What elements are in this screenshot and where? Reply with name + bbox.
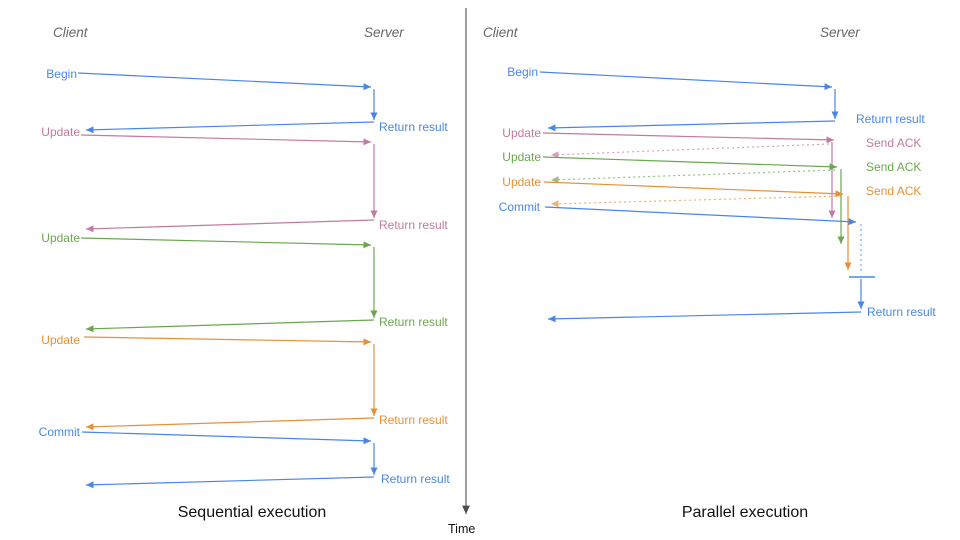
par-update2-request-arrow: [542, 156, 838, 171]
par-update2-ack-label: Send ACK: [866, 160, 921, 174]
par-update3-request-arrow: [543, 181, 844, 198]
seq-update3-result-label: Return result: [379, 413, 448, 427]
sequential-diagram: Client Server Begin Return result Update…: [39, 25, 451, 521]
par-server-header: Server: [820, 25, 860, 40]
par-commit-request-arrow: [544, 206, 857, 226]
seq-update1-result-label: Return result: [379, 218, 448, 232]
seq-commit-return-arrow: [85, 476, 375, 489]
seq-begin-return-arrow: [85, 121, 375, 134]
par-step-begin: Begin Return result: [507, 65, 925, 132]
par-step-update-1: Update Send ACK: [502, 126, 921, 218]
par-update1-label: Update: [502, 126, 541, 140]
seq-update2-label: Update: [41, 231, 80, 245]
seq-client-header: Client: [53, 25, 89, 40]
par-client-header: Client: [483, 25, 519, 40]
seq-step-update-2: Update Return result: [41, 231, 448, 333]
seq-step-update-1: Update Return result: [41, 125, 448, 233]
par-update1-request-arrow: [542, 132, 835, 144]
par-update1-ack-dashed-arrow: [550, 143, 830, 159]
seq-update1-request-arrow: [80, 134, 372, 146]
seq-begin-label: Begin: [46, 67, 77, 81]
seq-step-begin: Begin Return result: [46, 67, 448, 134]
par-begin-return-arrow: [547, 120, 836, 132]
par-update1-ack-label: Send ACK: [866, 136, 921, 150]
seq-commit-label: Commit: [39, 425, 81, 439]
seq-commit-request-arrow: [81, 431, 372, 445]
time-axis-label: Time: [448, 522, 475, 536]
seq-update1-return-arrow: [85, 219, 375, 233]
par-update3-label: Update: [502, 175, 541, 189]
seq-commit-result-label: Return result: [381, 472, 450, 486]
par-commit-return-arrow: [547, 311, 862, 323]
par-commit-label: Commit: [499, 200, 541, 214]
par-update2-label: Update: [502, 150, 541, 164]
seq-update3-request-arrow: [83, 336, 372, 346]
parallel-title: Parallel execution: [682, 504, 808, 521]
seq-step-commit: Commit Return result: [39, 425, 450, 489]
par-step-update-3: Update Send ACK: [502, 175, 921, 270]
seq-update2-return-arrow: [85, 319, 375, 333]
seq-update3-return-arrow: [85, 417, 375, 431]
par-begin-result-label: Return result: [856, 112, 925, 126]
par-update3-ack-label: Send ACK: [866, 184, 921, 198]
par-commit-result-label: Return result: [867, 305, 936, 319]
seq-update1-label: Update: [41, 125, 80, 139]
parallel-diagram: Client Server Begin Return result Update…: [483, 25, 936, 521]
sequential-title: Sequential execution: [178, 504, 327, 521]
par-begin-label: Begin: [507, 65, 538, 79]
seq-begin-result-label: Return result: [379, 120, 448, 134]
par-update3-ack-dashed-arrow: [550, 195, 842, 208]
par-begin-request-arrow: [539, 71, 833, 91]
seq-update3-label: Update: [41, 333, 80, 347]
par-step-commit: Commit Return result: [499, 200, 936, 323]
par-step-update-2: Update Send ACK: [502, 150, 921, 244]
seq-update2-request-arrow: [80, 237, 372, 249]
seq-update2-result-label: Return result: [379, 315, 448, 329]
seq-step-update-3: Update Return result: [41, 333, 448, 431]
par-update2-ack-dashed-arrow: [550, 169, 836, 184]
seq-server-header: Server: [364, 25, 404, 40]
seq-begin-request-arrow: [77, 72, 372, 91]
